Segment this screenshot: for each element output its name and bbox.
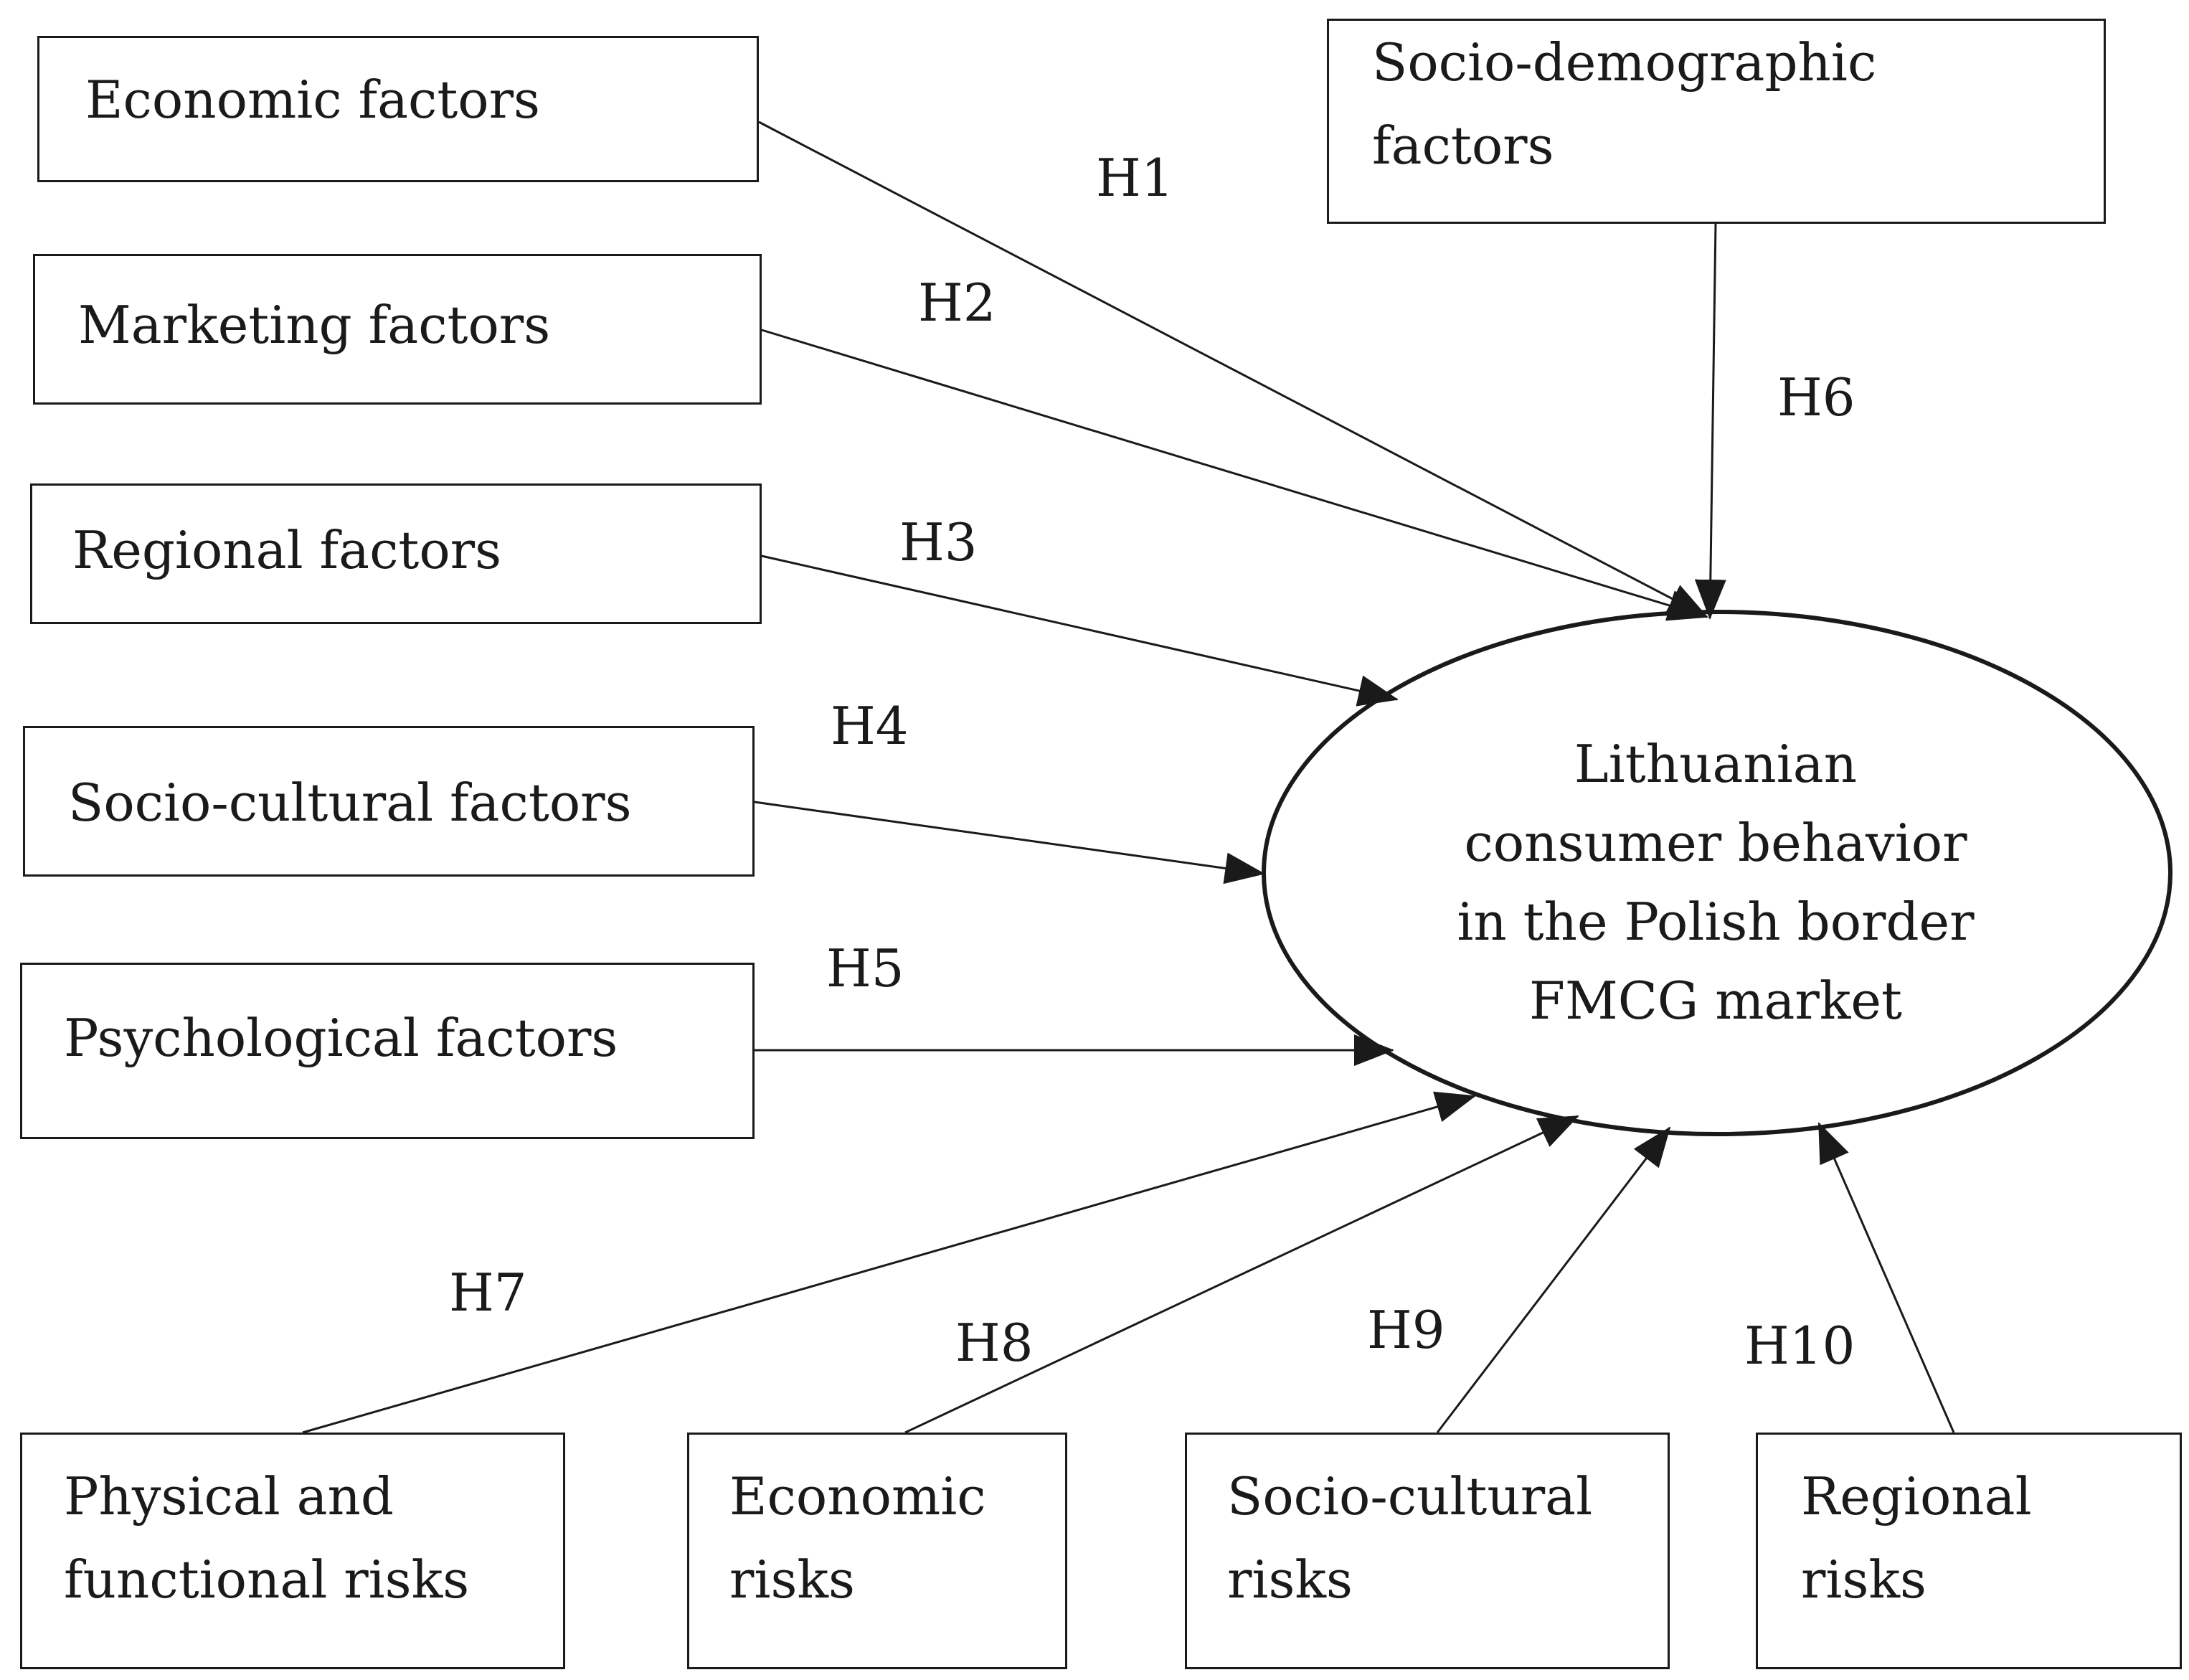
marketing-factors-label: Marketing factors (78, 295, 551, 355)
hypothesis-h7-label: H7 (449, 1263, 527, 1323)
hypothesis-h9-label: H9 (1367, 1300, 1445, 1360)
socio-cultural-risks-label: Socio-cultural risks (1227, 1466, 1593, 1610)
regional-factors-label: Regional factors (72, 520, 502, 580)
hypothesis-h4-label: H4 (831, 696, 909, 756)
arrow-h7 (302, 1091, 1476, 1434)
arrow-h1 (758, 121, 1708, 618)
outcome-ellipse (1262, 610, 2173, 1136)
outcome-label: Lithuanian consumer behavior in the Poli… (1457, 734, 1975, 1031)
arrow-h10 (1817, 1122, 1955, 1433)
arrow-h9 (1436, 1126, 1671, 1433)
socio-demographic-factors-box: Socio-demographic factors (1327, 19, 2106, 224)
socio-cultural-factors-box: Socio-cultural factors (23, 726, 755, 877)
physical-functional-risks-box: Physical and functional risks (20, 1433, 565, 1669)
economic-factors-label: Economic factors (85, 70, 541, 130)
economic-risks-label: Economic risks (729, 1466, 986, 1610)
arrow-h3 (761, 555, 1399, 707)
arrow-h2 (761, 329, 1708, 621)
arrow-h8 (904, 1115, 1579, 1434)
hypothesis-h5-label: H5 (826, 938, 904, 999)
psychological-factors-box: Psychological factors (20, 963, 755, 1139)
hypothesis-h3-label: H3 (899, 512, 978, 572)
economic-risks-box: Economic risks (687, 1433, 1067, 1669)
arrow-h6 (1694, 223, 1726, 620)
socio-demographic-factors-label: Socio-demographic factors (1372, 32, 1877, 176)
hypothesis-h8-label: H8 (955, 1313, 1034, 1373)
hypothesis-h10-label: H10 (1744, 1316, 1855, 1376)
marketing-factors-box: Marketing factors (33, 254, 762, 405)
psychological-factors-label: Psychological factors (64, 1008, 618, 1068)
hypothesis-h2-label: H2 (918, 273, 996, 333)
regional-risks-box: Regional risks (1756, 1433, 2182, 1669)
regional-risks-label: Regional risks (1801, 1466, 2032, 1610)
economic-factors-box: Economic factors (37, 36, 759, 182)
physical-functional-risks-label: Physical and functional risks (64, 1466, 470, 1610)
arrow-h4 (754, 801, 1265, 884)
regional-factors-box: Regional factors (30, 483, 762, 624)
socio-cultural-factors-label: Socio-cultural factors (68, 773, 632, 833)
socio-cultural-risks-box: Socio-cultural risks (1185, 1433, 1670, 1669)
hypothesis-h6-label: H6 (1777, 367, 1855, 428)
hypothesis-h1-label: H1 (1096, 148, 1174, 208)
